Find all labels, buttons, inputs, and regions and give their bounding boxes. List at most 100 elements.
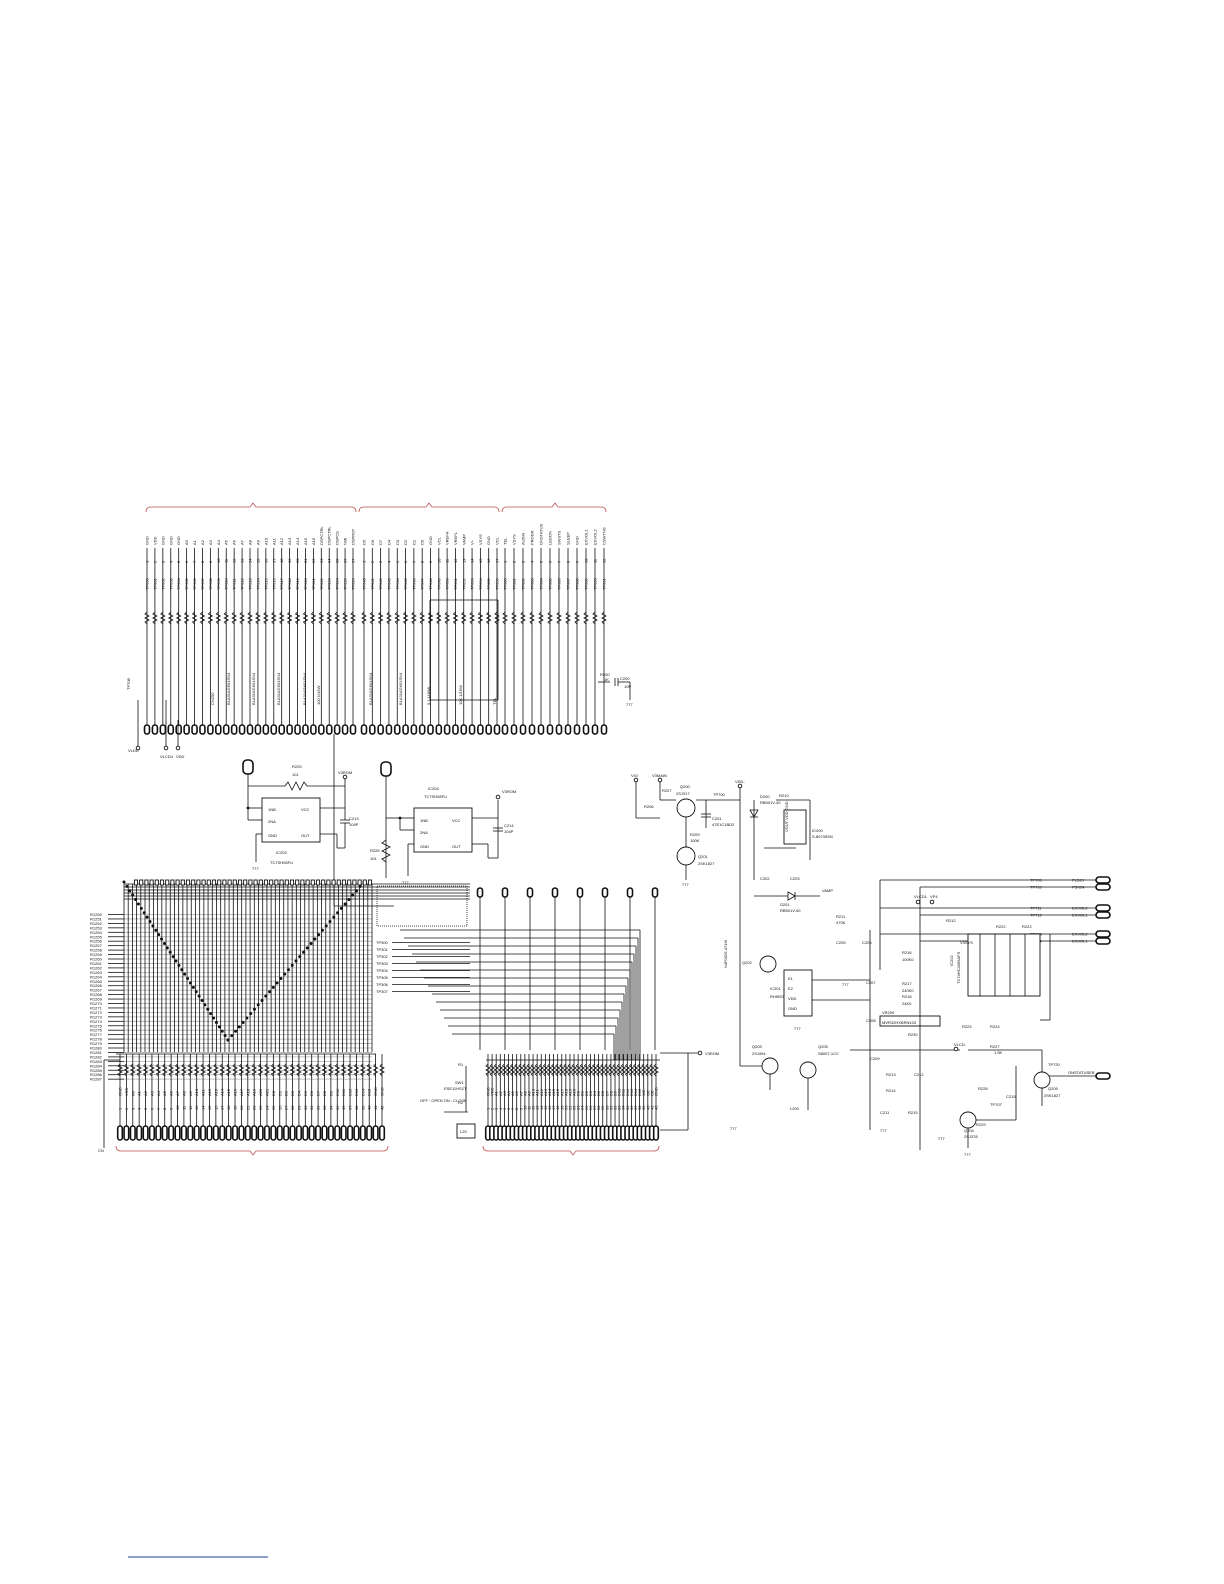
connector-pin-number: 19 [233,1105,238,1110]
header-pad [600,724,608,735]
connector-pin-number: 32 [316,1105,321,1110]
test-point-signal: ONSTATUSEB [1068,1070,1095,1075]
connector-pin-number: 1 [118,1107,123,1110]
left-ref: R1274 [90,1019,103,1024]
crossbar-node [264,994,268,998]
crossbar-node [148,920,152,923]
svg-text:R222: R222 [1022,924,1032,929]
ic201-label: IC201 [770,986,781,991]
header-pad [349,724,357,735]
connector-pin-number: 23 [576,1105,581,1110]
connector-pin-7: A58 [161,1054,168,1141]
connector-pad [257,1125,264,1141]
connector-pin-number: 30 [604,1105,609,1110]
connector-pin-label: D0 [271,1090,276,1096]
v3rom-rail-label-2: V3ROM [502,789,516,794]
crossbar-node [230,1034,234,1038]
header-pin-label: VREFH [445,531,450,545]
connector-pin-label: A0 [130,1090,135,1096]
svg-text:Q205: Q205 [818,1044,829,1049]
svg-text:777: 777 [682,882,689,887]
crossbar-node [241,1020,245,1024]
connector-pin-label: A20 [258,1088,263,1096]
crossbar-node [290,963,294,967]
svg-text:VCC: VCC [452,818,461,823]
header-pin-label: A7 [240,539,245,545]
connector-ref: CN [98,1148,104,1153]
header-pad [410,724,418,735]
connector-pin-label: A2 [498,1090,503,1096]
connector-pin-label: A9 [188,1090,193,1096]
header-pad [393,724,401,735]
header-pin-label: GND [176,536,181,545]
svg-text:C205: C205 [836,940,846,945]
connector-pad [289,1125,296,1141]
crossbar-node [151,924,155,928]
vlcd-rail-label: VLCD- [954,1042,967,1047]
connector-pin-4: A25 [142,1054,149,1141]
connector-pin-number: 17 [551,1105,556,1110]
crossbar-node [197,994,201,998]
crossbar-node [271,985,275,989]
ic204-ref: IC204 [428,786,439,791]
connector-pin-number: 16 [213,1105,218,1110]
connector-pad [199,1125,207,1141]
crossbar-node [154,928,158,932]
grid-pad [310,879,315,886]
header-pad [519,724,527,735]
header-pad [230,724,238,735]
header-pad [333,724,341,735]
header-pad [360,724,368,735]
connector-pin-label: D4 [592,1090,597,1096]
header-pad [546,724,554,735]
svg-text:100K0: 100K0 [902,957,914,962]
crossbar-node [183,972,187,976]
left-ref: R1276 [90,1028,103,1033]
connector-pin-label: A8 [181,1090,186,1096]
left-ref: R1275 [90,1023,103,1028]
left-ref: R1286 [90,1072,103,1077]
left-resistor-refs: R1250R1251R1252R1253R1254R1255R1256R1257… [90,912,124,1082]
header-connector-section: GND1TP600VDD2TP601GND3TP602GND4TP603GND5… [126,502,633,907]
header-pin-label: D5 [362,539,367,545]
svg-text:C207: C207 [866,980,876,985]
grid-pad [180,879,185,886]
header-pin-label: DSPCS [335,531,340,545]
header-pad [443,724,451,735]
crossbar-node [305,946,309,950]
mid-tp-ref: TP301 [376,947,389,952]
connector-pin-number: 18 [555,1105,560,1110]
connector-pin-label: D15 [367,1088,372,1096]
connector-pad [174,1125,181,1141]
svg-text:C215: C215 [1006,1094,1016,1099]
connector-pin-label: A7 [175,1090,180,1096]
grid-pad [211,879,217,886]
header-pin-label: A9 [255,539,260,545]
svg-text:R229: R229 [976,1122,986,1127]
connector-pin-number: 13 [194,1105,199,1110]
crossbar-node [209,1012,213,1016]
connector-pin-number: 36 [341,1105,346,1110]
connector-pin-label: A10 [531,1088,536,1096]
header-pad [222,724,230,735]
d200-part: RB501V-40 [760,800,781,805]
connector-pin-5: A36 [148,1054,156,1141]
q205-part: 2SK1827 [1044,1093,1061,1098]
header-pad [377,724,384,735]
svg-text:L200: L200 [790,1106,800,1111]
grid-pad [258,879,263,886]
header-pin-label: EXVOL2 [593,529,598,545]
